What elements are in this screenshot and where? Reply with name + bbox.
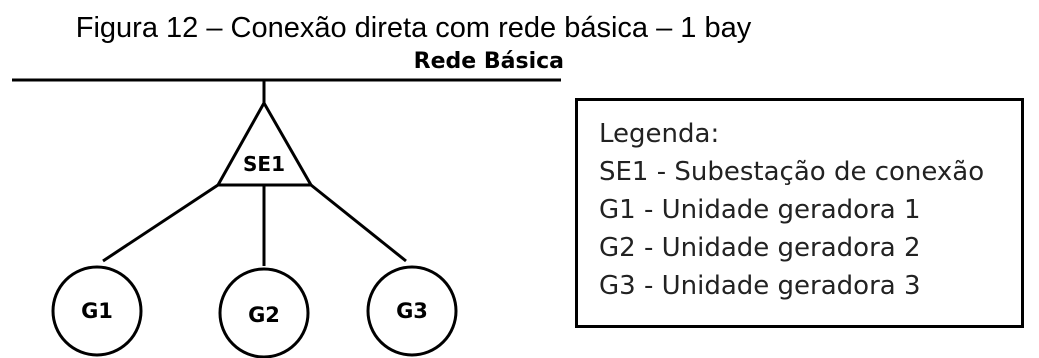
feeder-line-g1 <box>102 183 219 263</box>
legend-item-se1: SE1 - Subestação de conexão <box>599 157 985 187</box>
substation-label: SE1 <box>243 152 285 176</box>
bus-label: Rede Básica <box>414 49 564 74</box>
generator-g3-label: G3 <box>396 299 428 323</box>
generator-g1-circle <box>51 265 143 357</box>
figure-caption: Figura 12 – Conexão direta com rede bási… <box>75 12 752 44</box>
generator-g2-circle <box>218 267 310 358</box>
generator-g1-label: G1 <box>81 299 113 323</box>
generator-g3-circle <box>366 265 458 357</box>
generator-g2-label: G2 <box>248 303 280 327</box>
legend-box: Legenda: SE1 - Subestação de conexão G1 … <box>575 98 1024 328</box>
legend-item-g2: G2 - Unidade geradora 2 <box>599 233 921 263</box>
legend-title: Legenda: <box>599 119 720 149</box>
feeder-line-g3 <box>310 183 407 263</box>
legend-item-g1: G1 - Unidade geradora 1 <box>599 195 921 225</box>
legend-item-g3: G3 - Unidade geradora 3 <box>599 271 921 301</box>
